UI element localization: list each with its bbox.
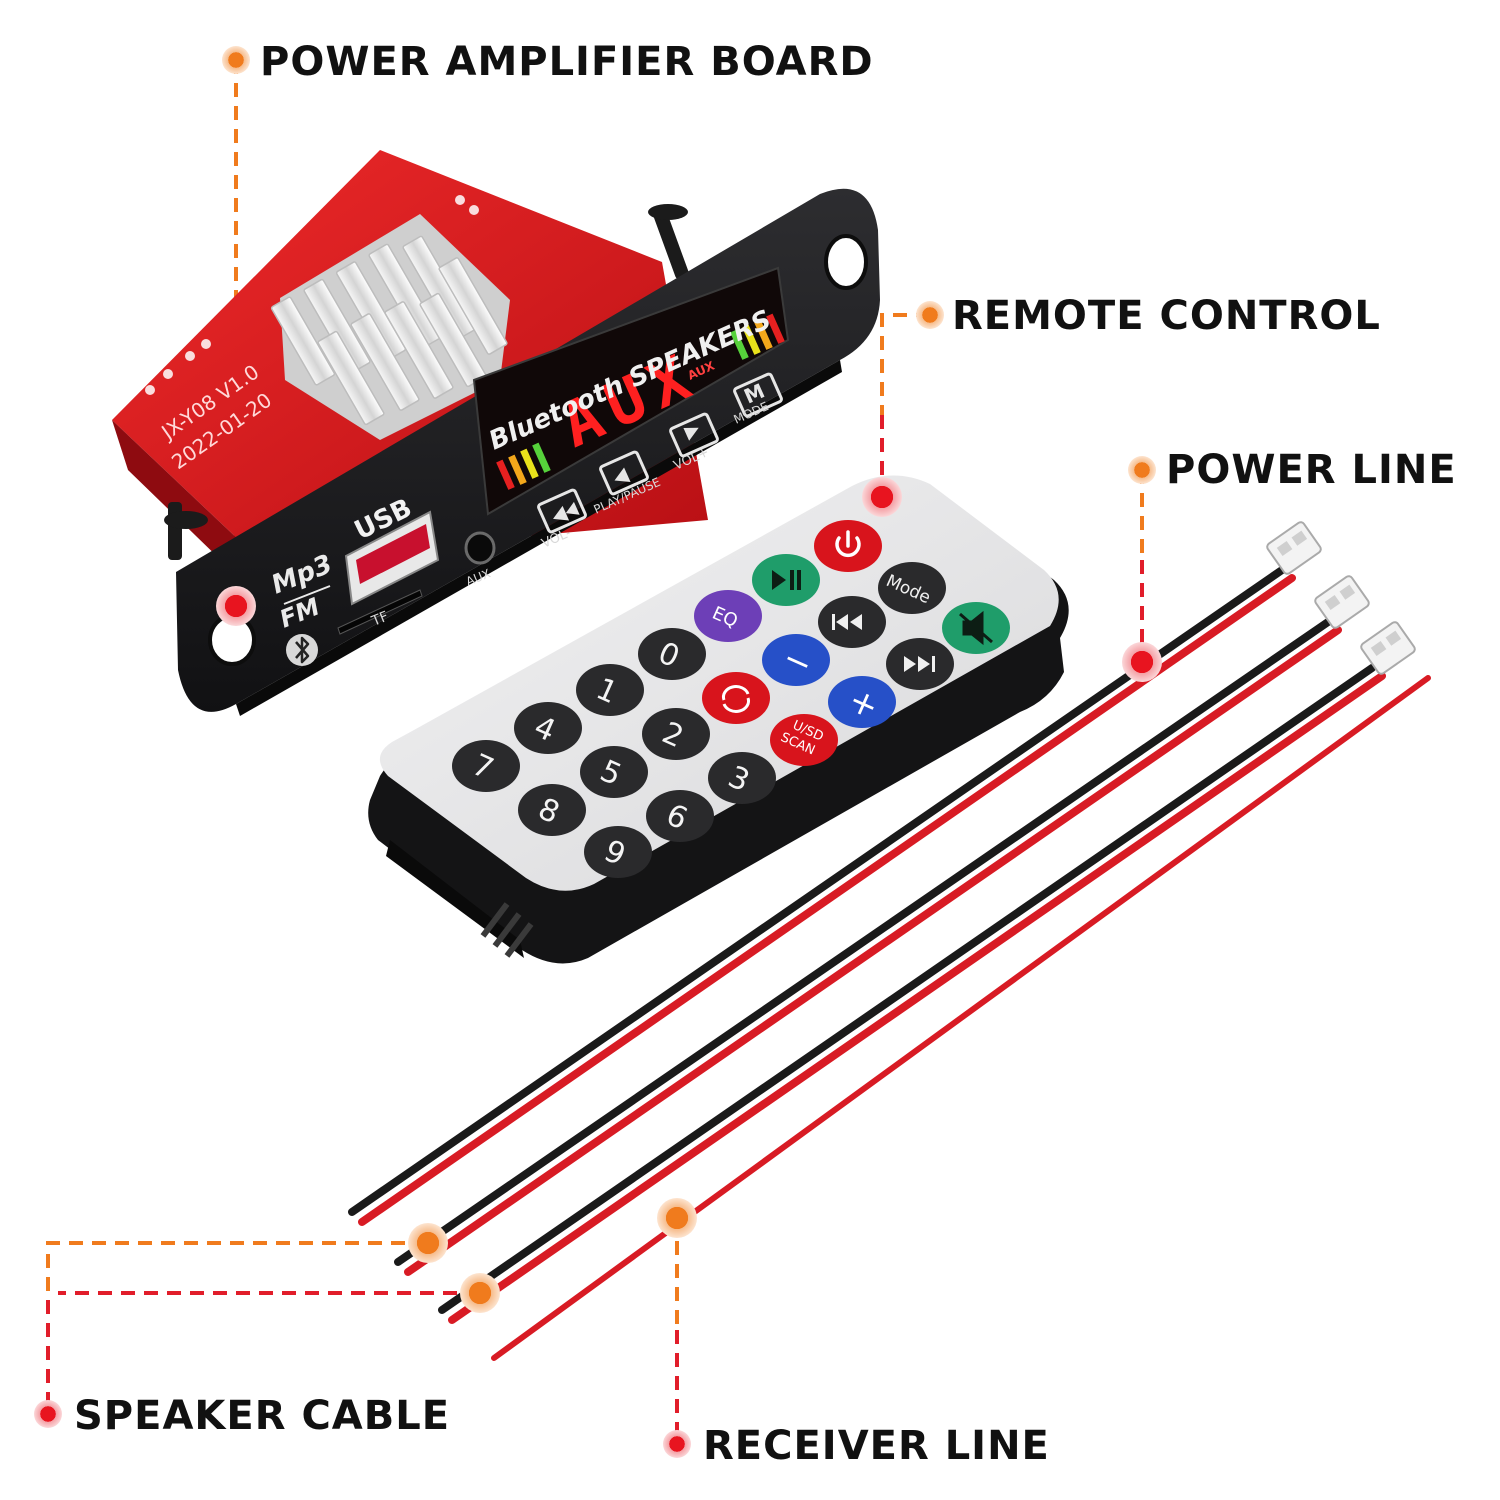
bluetooth-icon <box>286 634 318 666</box>
wire-harness <box>348 521 1431 1361</box>
eq-button[interactable]: EQ <box>694 590 762 642</box>
marker-dot <box>460 1273 500 1313</box>
marker-dot <box>222 46 250 74</box>
usd-scan-button[interactable]: U/SD SCAN <box>770 714 838 766</box>
previous-button[interactable] <box>818 596 886 648</box>
digit-8-button[interactable]: 8 <box>518 784 586 836</box>
play-pause-icon <box>772 570 801 590</box>
mode-remote-button[interactable]: Mode <box>878 562 946 614</box>
remote-control: Mode EQ 0 − <box>368 475 1069 964</box>
marker-dot <box>916 301 944 329</box>
marker-dot <box>34 1400 62 1428</box>
amplifier-board: JX-Y08 V1.0 2022-01-20 <box>112 150 880 716</box>
digit-4-button[interactable]: 4 <box>514 702 582 754</box>
tf-slot[interactable]: TF <box>337 589 423 635</box>
heatsink <box>270 214 510 440</box>
digit-9-button[interactable]: 9 <box>584 826 652 878</box>
previous-icon <box>832 614 862 630</box>
led-display <box>472 266 790 516</box>
repeat-icon <box>722 685 750 713</box>
level-meter-left <box>496 442 551 490</box>
tf-label: TF <box>369 609 391 630</box>
play-pause-remote-button[interactable] <box>752 554 820 606</box>
vol-minus-button[interactable]: VOL- <box>537 488 587 552</box>
jst-connector <box>1360 621 1416 675</box>
marker-dot <box>862 477 902 517</box>
marker-dot <box>663 1430 691 1458</box>
repeat-button[interactable] <box>702 672 770 724</box>
marker-dot <box>1128 456 1156 484</box>
level-meter-right <box>730 313 785 360</box>
power-icon <box>835 530 861 558</box>
digit-3-button[interactable]: 3 <box>708 752 776 804</box>
marker-dot <box>1122 642 1162 682</box>
plus-button[interactable]: + <box>828 676 896 728</box>
marker-dot <box>657 1198 697 1238</box>
jst-connector <box>1266 521 1322 575</box>
jst-connector <box>1314 575 1370 629</box>
minus-button[interactable]: − <box>762 634 830 686</box>
callout-remote-control: REMOTE CONTROL <box>952 293 1381 339</box>
digit-1-button[interactable]: 1 <box>576 664 644 716</box>
marker-dot <box>408 1223 448 1263</box>
next-button[interactable] <box>886 638 954 690</box>
digit-2-button[interactable]: 2 <box>642 708 710 760</box>
marker-dot <box>216 586 256 626</box>
digit-0-button[interactable]: 0 <box>638 628 706 680</box>
next-icon <box>904 656 935 672</box>
callout-receiver-line: RECEIVER LINE <box>703 1423 1050 1469</box>
callout-speaker-cable: SPEAKER CABLE <box>74 1393 451 1439</box>
callout-power-line: POWER LINE <box>1166 447 1457 493</box>
digit-7-button[interactable]: 7 <box>452 740 520 792</box>
callout-power-amplifier-board: POWER AMPLIFIER BOARD <box>260 39 874 85</box>
power-button[interactable] <box>814 520 882 572</box>
mounting-hole <box>824 234 868 290</box>
digit-6-button[interactable]: 6 <box>646 790 714 842</box>
digit-5-button[interactable]: 5 <box>580 746 648 798</box>
callout-markers <box>34 46 1162 1458</box>
mute-icon <box>959 610 993 646</box>
mute-button[interactable] <box>942 602 1010 654</box>
